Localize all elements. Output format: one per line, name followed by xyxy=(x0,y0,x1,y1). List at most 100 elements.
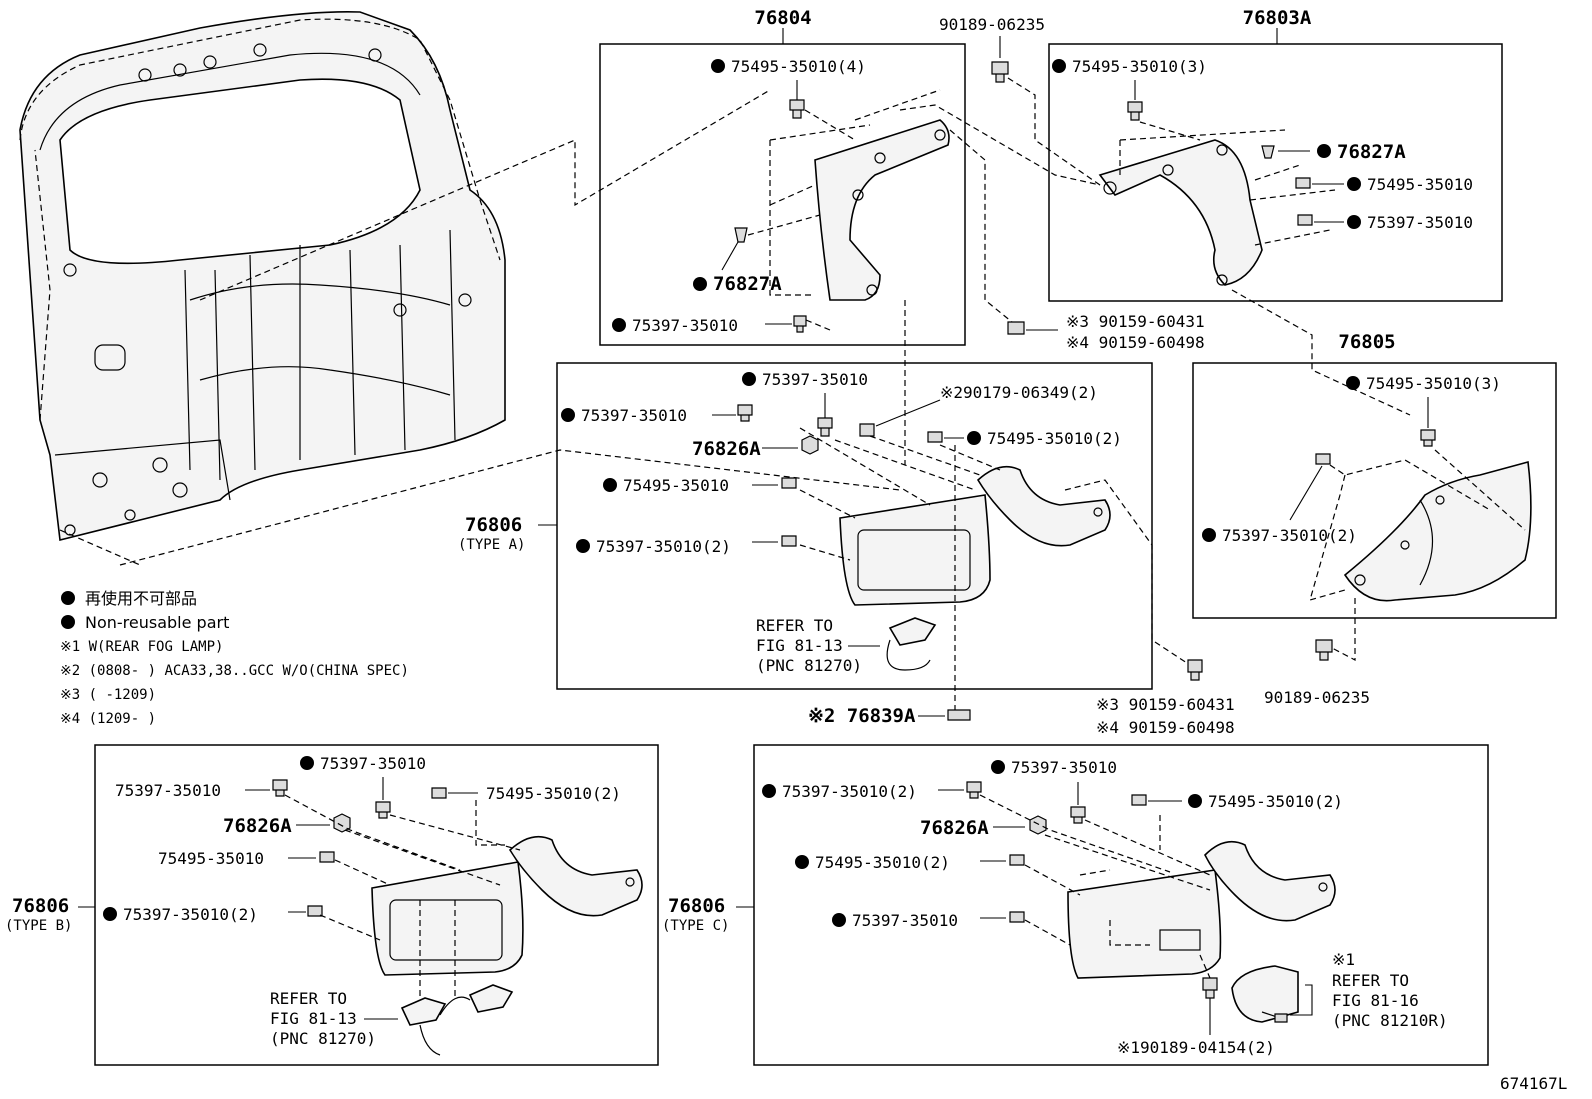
callout-90189-04154-2: ※190189-04154(2) xyxy=(1117,1038,1275,1057)
nut-icon xyxy=(801,435,819,455)
nut-icon xyxy=(1029,815,1047,835)
refer-to-a: REFER TO xyxy=(756,616,833,635)
non-reusable-dot xyxy=(693,277,707,291)
non-reusable-dot xyxy=(1317,144,1331,158)
clip-icon xyxy=(737,404,753,422)
callout-75495-35010-r: 75495-35010 xyxy=(1367,175,1473,194)
clip-icon xyxy=(1420,429,1436,447)
leader-door-lower xyxy=(59,529,141,566)
clip-icon xyxy=(859,423,875,437)
clip-icon xyxy=(781,477,797,489)
group-76806-type-c: 76806 (TYPE C) 75397-35010 75397-35010(2… xyxy=(662,744,1489,1066)
license-lamp-icon xyxy=(400,997,447,1026)
callout-75397-35010-c1: 75397-35010 xyxy=(1011,758,1117,777)
part-76806-type-b-side xyxy=(508,835,643,917)
callout-90159-60431-b: ※3 90159-60431 xyxy=(1096,695,1235,714)
refer-pnc-b: (PNC 81270) xyxy=(270,1029,376,1048)
title-76803A: 76803A xyxy=(1243,7,1312,29)
non-reusable-dot xyxy=(795,855,809,869)
group-76806-type-b: 76806 (TYPE B) 75397-35010 75397-35010 7… xyxy=(5,744,659,1066)
non-reusable-dot xyxy=(967,431,981,445)
callout-75397-35010-2-c: 75397-35010(2) xyxy=(782,782,917,801)
legend-note-1: ※1 W(REAR FOG LAMP) xyxy=(60,639,223,655)
non-reusable-dot xyxy=(576,539,590,553)
callout-75397-35010: 75397-35010 xyxy=(632,316,738,335)
group-76806-type-a: 76806 (TYPE A) 75397-35010 75397-35010 ※… xyxy=(458,300,1191,715)
title-76804: 76804 xyxy=(754,7,811,29)
callout-76827A: 76827A xyxy=(713,273,782,295)
non-reusable-dot xyxy=(103,907,117,921)
type-a-label: (TYPE A) xyxy=(458,537,525,553)
part-76805-cover xyxy=(1343,460,1532,602)
bolt-icon xyxy=(1315,639,1333,661)
nut-icon xyxy=(333,813,351,833)
clip-icon xyxy=(1261,145,1275,159)
non-reusable-dot xyxy=(1052,59,1066,73)
non-reusable-dot xyxy=(742,372,756,386)
part-76806-type-a-garnish xyxy=(839,494,991,606)
title-76805: 76805 xyxy=(1338,331,1395,353)
callout-90159-60431-a: ※3 90159-60431 xyxy=(1066,312,1205,331)
clip-icon xyxy=(319,851,335,863)
callout-75495-35010-b: 75495-35010 xyxy=(158,849,264,868)
non-reusable-dot xyxy=(61,591,75,605)
group-76803A: 76803A 75495-35010(3) 76827A 75495-35010… xyxy=(1048,7,1503,416)
leader-door-to-76804 xyxy=(199,89,771,301)
clip-icon xyxy=(966,781,982,799)
back-door-panel xyxy=(19,11,506,541)
type-c-label: (TYPE C) xyxy=(662,918,729,934)
diagram-id: 674167L xyxy=(1500,1074,1567,1093)
license-lamp-icon xyxy=(888,617,937,646)
callout-76826A-b: 76826A xyxy=(223,815,292,837)
callout-76826A-a: 76826A xyxy=(692,438,761,460)
title-76806-type-b: 76806 xyxy=(12,895,69,917)
clip-icon xyxy=(1070,806,1086,824)
callout-75495-35010-3: 75495-35010(3) xyxy=(1072,57,1207,76)
clip-icon xyxy=(1315,453,1331,465)
legend-note-3: ※3 ( -1209) xyxy=(60,687,156,703)
callout-90179-06349-2: ※290179-06349(2) xyxy=(940,383,1098,402)
legend-note-4: ※4 (1209- ) xyxy=(60,711,156,727)
type-b-label: (TYPE B) xyxy=(5,918,72,934)
clip-icon xyxy=(1131,794,1147,806)
clip-icon xyxy=(789,99,805,119)
refer-fig-b: FIG 81-13 xyxy=(270,1009,357,1028)
bolt-icon xyxy=(991,61,1009,83)
part-76806-type-a-side xyxy=(976,465,1111,547)
clip-icon xyxy=(1297,214,1313,226)
callout-75397-35010-a2: 75397-35010 xyxy=(581,406,687,425)
clip-icon xyxy=(793,315,807,333)
non-reusable-dot xyxy=(832,913,846,927)
group-76804: 76804 75495-35010(4) 76827A 75397-35010 xyxy=(599,7,966,346)
callout-90189-06235-top: 90189-06235 xyxy=(939,15,1045,34)
part-76806-type-c-side xyxy=(1204,840,1336,922)
bolt-icon xyxy=(1007,321,1025,335)
clip-icon xyxy=(947,709,971,721)
part-76806-type-b-garnish xyxy=(371,861,524,976)
clip-icon xyxy=(817,417,833,437)
non-reusable-dot xyxy=(612,318,626,332)
non-reusable-dot xyxy=(991,760,1005,774)
callout-75397-35010-b1: 75397-35010 xyxy=(115,781,221,800)
non-reusable-dot xyxy=(1202,528,1216,542)
clip-icon xyxy=(734,227,748,243)
frame-76805 xyxy=(1192,362,1557,619)
legend-note-2: ※2 (0808- ) ACA33,38..GCC W/O(CHINA SPEC… xyxy=(60,663,409,679)
callout-75495-35010-a: 75495-35010 xyxy=(623,476,729,495)
refer-fig-a: FIG 81-13 xyxy=(756,636,843,655)
non-reusable-dot xyxy=(561,408,575,422)
license-lamp-icon xyxy=(468,984,514,1013)
clip-icon xyxy=(431,787,447,799)
clip-icon xyxy=(781,535,797,547)
frame-76803A xyxy=(1048,43,1503,302)
refer-pnc-a: (PNC 81270) xyxy=(756,656,862,675)
rear-fog-lamp-icon xyxy=(1231,965,1299,1023)
non-reusable-dot xyxy=(603,478,617,492)
clip-icon xyxy=(1009,854,1025,866)
title-76806-type-a: 76806 xyxy=(465,514,522,536)
clip-icon xyxy=(272,779,288,797)
clip-icon xyxy=(1127,101,1143,121)
non-reusable-dot xyxy=(1347,215,1361,229)
clip-icon xyxy=(1295,177,1311,189)
